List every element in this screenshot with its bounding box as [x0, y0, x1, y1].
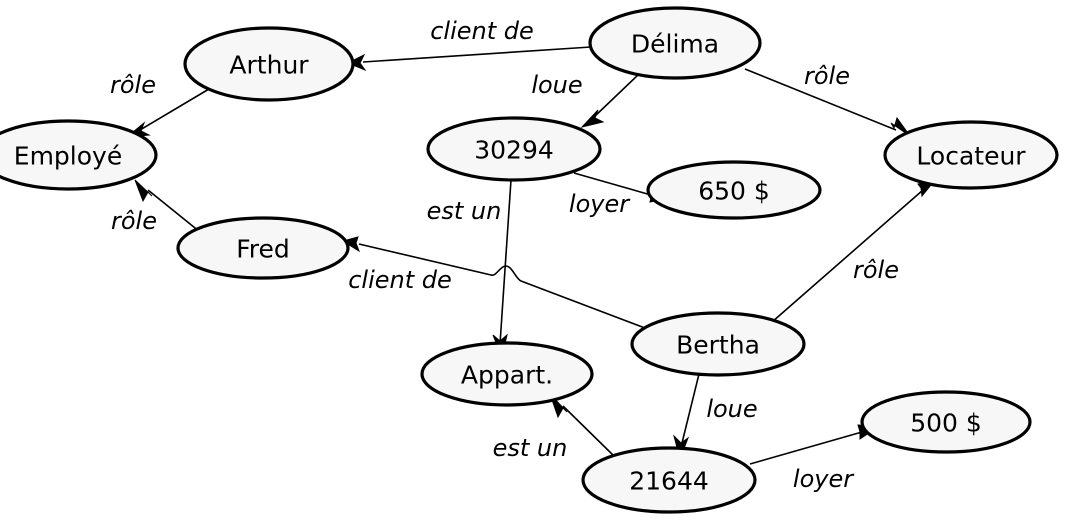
- arrowhead: [580, 109, 605, 128]
- edge-label-loue-bertha-21644: loue: [706, 395, 757, 423]
- node-ellipse: [420, 341, 594, 407]
- edge-label-role-fred-employe: rôle: [111, 207, 157, 235]
- edge-labels-group: client de rôle loue rôle loyer est un rô…: [110, 17, 899, 493]
- edge-label-loue-delima-30294: loue: [531, 71, 582, 99]
- edge-fred-employe[interactable]: [134, 179, 201, 233]
- node-fred[interactable]: Fred: [176, 216, 350, 280]
- edge-line: [147, 189, 201, 233]
- node-label: Locateur: [916, 142, 1026, 171]
- edge-line: [562, 405, 616, 458]
- edge-label-est-un-21644-appart: est un: [493, 434, 568, 462]
- node-label: Employé: [14, 142, 122, 171]
- edge-line: [771, 189, 924, 323]
- node-ellipse: [860, 390, 1032, 454]
- node-employe[interactable]: Employé: [0, 119, 158, 191]
- edge-line: [358, 243, 646, 329]
- node-delima[interactable]: Délima: [588, 6, 762, 80]
- node-label: Appart.: [461, 361, 553, 390]
- node-ellipse: [630, 311, 806, 377]
- arrowhead: [890, 116, 911, 137]
- arrowhead: [134, 179, 153, 203]
- node-arthur[interactable]: Arthur: [183, 26, 355, 102]
- edge-delima-locateur[interactable]: [744, 68, 911, 137]
- edge-label-client-de-delima-arthur: client de: [430, 17, 534, 45]
- edge-bertha-21644[interactable]: [673, 373, 700, 461]
- edge-line: [681, 373, 700, 444]
- edge-21644-500[interactable]: [749, 424, 880, 465]
- node-21644[interactable]: 21644: [581, 446, 757, 514]
- edge-delima-arthur[interactable]: [346, 46, 592, 72]
- node-label: 650 $: [698, 177, 770, 206]
- edge-line: [593, 73, 640, 118]
- node-label: Bertha: [676, 331, 760, 360]
- node-30294[interactable]: 30294: [426, 116, 602, 182]
- edge-line: [749, 431, 863, 465]
- edge-line: [139, 88, 210, 131]
- edge-line: [499, 179, 512, 345]
- node-500[interactable]: 500 $: [860, 390, 1032, 454]
- node-label: Fred: [236, 235, 290, 264]
- node-label: 500 $: [910, 409, 982, 438]
- node-ellipse: [176, 216, 350, 280]
- edge-label-client-de-bertha-fred: client de: [348, 266, 452, 294]
- node-label: Arthur: [229, 51, 309, 80]
- node-locateur[interactable]: Locateur: [883, 120, 1059, 190]
- edge-line: [573, 172, 652, 196]
- edge-label-est-un-30294-appart: est un: [427, 197, 502, 225]
- node-label: 30294: [474, 136, 554, 165]
- node-ellipse: [426, 116, 602, 182]
- node-bertha[interactable]: Bertha: [630, 311, 806, 377]
- node-ellipse: [646, 160, 822, 220]
- node-ellipse: [183, 26, 355, 102]
- edge-label-role-arthur-employe: rôle: [110, 71, 156, 99]
- node-ellipse: [588, 6, 762, 80]
- node-ellipse: [581, 446, 757, 514]
- edge-label-loyer-21644-500: loyer: [793, 465, 855, 493]
- nodes-group: Arthur Délima Employé 30294 650 $ Locate: [0, 6, 1059, 514]
- node-label: Délima: [631, 30, 719, 59]
- node-650[interactable]: 650 $: [646, 160, 822, 220]
- node-label: 21644: [629, 467, 709, 496]
- edge-label-loyer-30294-650: loyer: [569, 190, 631, 218]
- node-ellipse: [0, 119, 158, 191]
- edge-line: [744, 68, 897, 131]
- edge-line: [362, 46, 592, 63]
- edge-label-role-bertha-locateur: rôle: [853, 256, 899, 284]
- edge-label-role-delima-locateur: rôle: [804, 62, 850, 90]
- edge-delima-30294[interactable]: [580, 73, 640, 128]
- node-appart[interactable]: Appart.: [420, 341, 594, 407]
- node-ellipse: [883, 120, 1059, 190]
